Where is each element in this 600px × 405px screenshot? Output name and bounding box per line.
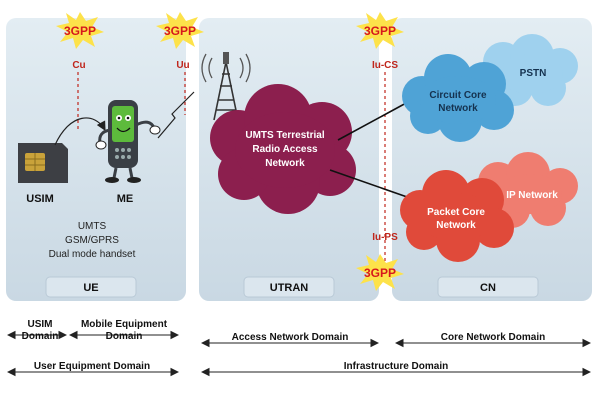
handset-line-1: UMTS [78,221,107,232]
svg-text:3GPP: 3GPP [364,266,396,280]
usim-card-icon [18,143,68,183]
svg-text:3GPP: 3GPP [64,24,96,38]
panel-label-utran: UTRAN [270,282,309,294]
usim-domain-line-1: USIM [28,319,53,330]
usim-to-me-arrow [54,117,106,146]
utran-cloud-line-2: Radio Access [252,144,318,155]
panel-label-cn: CN [480,282,496,294]
packet-core-cloud [400,170,514,262]
utran-cloud-line-1: UMTS Terrestrial [245,130,325,141]
pstn-label: PSTN [520,68,547,79]
core-network-domain-label: Core Network Domain [441,332,545,343]
svg-text:3GPP: 3GPP [364,24,396,38]
handset-line-3: Dual mode handset [49,249,136,260]
mobile-phone-icon [95,100,161,183]
radio-link [157,91,195,139]
packet-core-line-1: Packet Core [427,207,485,218]
3gpp-burst-uu: 3GPP [156,12,204,49]
antenna-tower-icon [201,52,251,121]
svg-text:3GPP: 3GPP [164,24,196,38]
interface-label-cu: Cu [72,60,85,71]
3gpp-burst-iu-cs: 3GPP [356,12,404,49]
interface-label-iu-ps: Iu-PS [372,232,398,243]
circuit-core-cloud [402,54,514,142]
user-equipment-domain-label: User Equipment Domain [34,361,150,372]
me-domain-line-1: Mobile Equipment [81,319,168,330]
3gpp-burst-iu-ps: 3GPP [356,254,404,291]
utran-to-packet-link [329,169,411,199]
ip-network-label: IP Network [506,190,558,201]
ue-panel [6,18,186,301]
circuit-core-line-1: Circuit Core [429,90,487,101]
infrastructure-domain-label: Infrastructure Domain [344,361,448,372]
usim-label: USIM [26,193,54,205]
utran-cloud [210,84,356,214]
packet-core-line-2: Network [436,220,476,231]
handset-line-2: GSM/GPRS [65,235,119,246]
usim-domain-line-2: Domain [22,331,59,342]
me-domain-line-2: Domain [106,331,143,342]
interface-label-uu: Uu [176,60,189,71]
interface-label-iu-cs: Iu-CS [372,60,398,71]
panel-label-ue: UE [83,282,98,294]
circuit-core-line-2: Network [438,103,478,114]
utran-cloud-line-3: Network [265,158,305,169]
utran-to-circuit-link [337,101,409,141]
3gpp-burst-cu: 3GPP [56,12,104,49]
me-label: ME [117,193,134,205]
access-network-domain-label: Access Network Domain [232,332,349,343]
